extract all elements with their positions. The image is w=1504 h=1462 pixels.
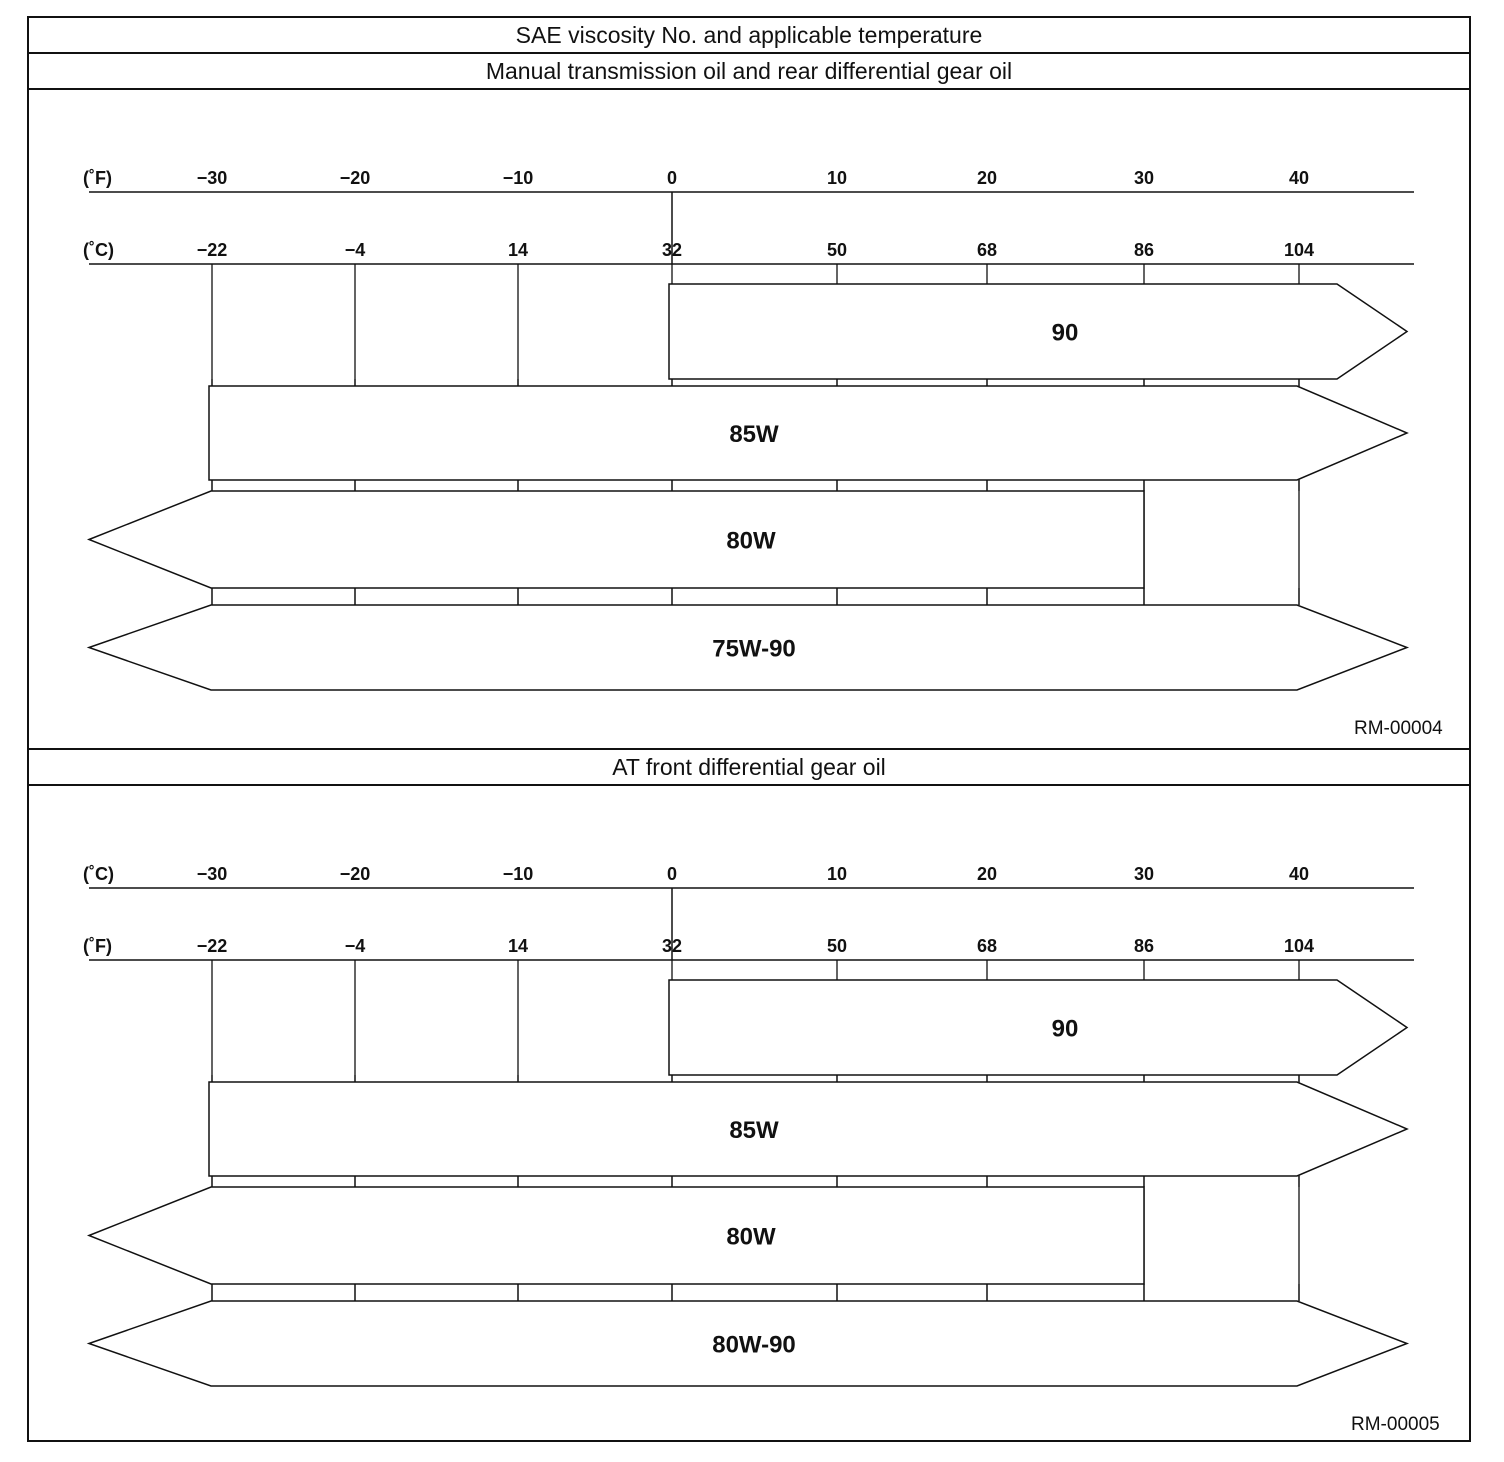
panel-1-band-85w: [208, 385, 1409, 481]
panel-2-band-label: 85W: [729, 1117, 779, 1144]
panel-2-title: AT front differential gear oil: [29, 750, 1469, 786]
panel-2-top-tick-label: 20: [977, 864, 997, 884]
panel-2-bottom-tick-label: 14: [508, 936, 528, 956]
panel-2-top-tick-label: 30: [1134, 864, 1154, 884]
panel-1-top-tick-label: 30: [1134, 168, 1154, 188]
panel-1-top-tick-label: 40: [1289, 168, 1309, 188]
panel-1-bottom-tick-label: 104: [1284, 240, 1314, 260]
panel-1-bottom-tick-label: −22: [197, 240, 228, 260]
panel-2-bottom-tick-label: 86: [1134, 936, 1154, 956]
panel-1-band-label: 85W: [729, 421, 779, 448]
panel-1-top-tick-label: 20: [977, 168, 997, 188]
panel-2-top-tick-label: −20: [340, 864, 371, 884]
panel-2-top-tick-label: 40: [1289, 864, 1309, 884]
panel-1-band-label: 80W: [726, 528, 776, 555]
panel-2-bottom-tick-label: −22: [197, 936, 228, 956]
panel-2-band-label: 80W: [726, 1224, 776, 1251]
panel-1-top-tick-label: 0: [667, 168, 677, 188]
panel-2-band-85w: [208, 1081, 1409, 1177]
panel-2-bottom-tick-label: 104: [1284, 936, 1314, 956]
panel-2-top-tick-label: −10: [503, 864, 534, 884]
panel-1-band-75w-90: [86, 604, 1410, 691]
panel-2-band-80w-90: [86, 1300, 1410, 1387]
panel-2-bottom-tick-label: −4: [345, 936, 366, 956]
panel-2-bottom-tick-label: 50: [827, 936, 847, 956]
panel-1-top-tick-label: 10: [827, 168, 847, 188]
panel-1-bottom-tick-label: 50: [827, 240, 847, 260]
panel-1-bottom-tick-label: 68: [977, 240, 997, 260]
panel-1-code: RM-00004: [1354, 718, 1443, 739]
panel-1-top-tick-label: −20: [340, 168, 371, 188]
main-title: SAE viscosity No. and applicable tempera…: [29, 18, 1469, 54]
panel-1-band-80w: [86, 490, 1145, 589]
panel-2-band-90: [668, 979, 1409, 1076]
panel-1-top-tick-label: −10: [503, 168, 534, 188]
panel-1-band-90: [668, 283, 1409, 380]
panel-2-top-unit-label: (˚C): [83, 864, 114, 884]
chart-frame: SAE viscosity No. and applicable tempera…: [27, 16, 1471, 1442]
panel-2-band-label: 90: [1052, 1016, 1079, 1043]
panel-1-title: Manual transmission oil and rear differe…: [29, 54, 1469, 90]
panel-2-band-80w: [86, 1186, 1145, 1285]
panel-1-bottom-tick-label: −4: [345, 240, 366, 260]
panel-1-top-unit-label: (˚F): [83, 168, 112, 188]
panel-2-top-tick-label: 0: [667, 864, 677, 884]
panel-1-bottom-tick-label: 14: [508, 240, 528, 260]
panel-2-top-tick-label: 10: [827, 864, 847, 884]
panel-2-bottom-unit-label: (˚F): [83, 936, 112, 956]
panel-2-band-label: 80W-90: [712, 1332, 796, 1359]
panel-1-band-label: 75W-90: [712, 636, 796, 663]
panel-2-top-tick-label: −30: [197, 864, 228, 884]
panel-2-code: RM-00005: [1351, 1414, 1440, 1435]
panel-1-band-label: 90: [1052, 320, 1079, 347]
panel-1-bottom-tick-label: 86: [1134, 240, 1154, 260]
panel-2-bottom-tick-label: 68: [977, 936, 997, 956]
panel-divider: [29, 748, 1469, 750]
panel-1-bottom-unit-label: (˚C): [83, 240, 114, 260]
panel-1-top-tick-label: −30: [197, 168, 228, 188]
